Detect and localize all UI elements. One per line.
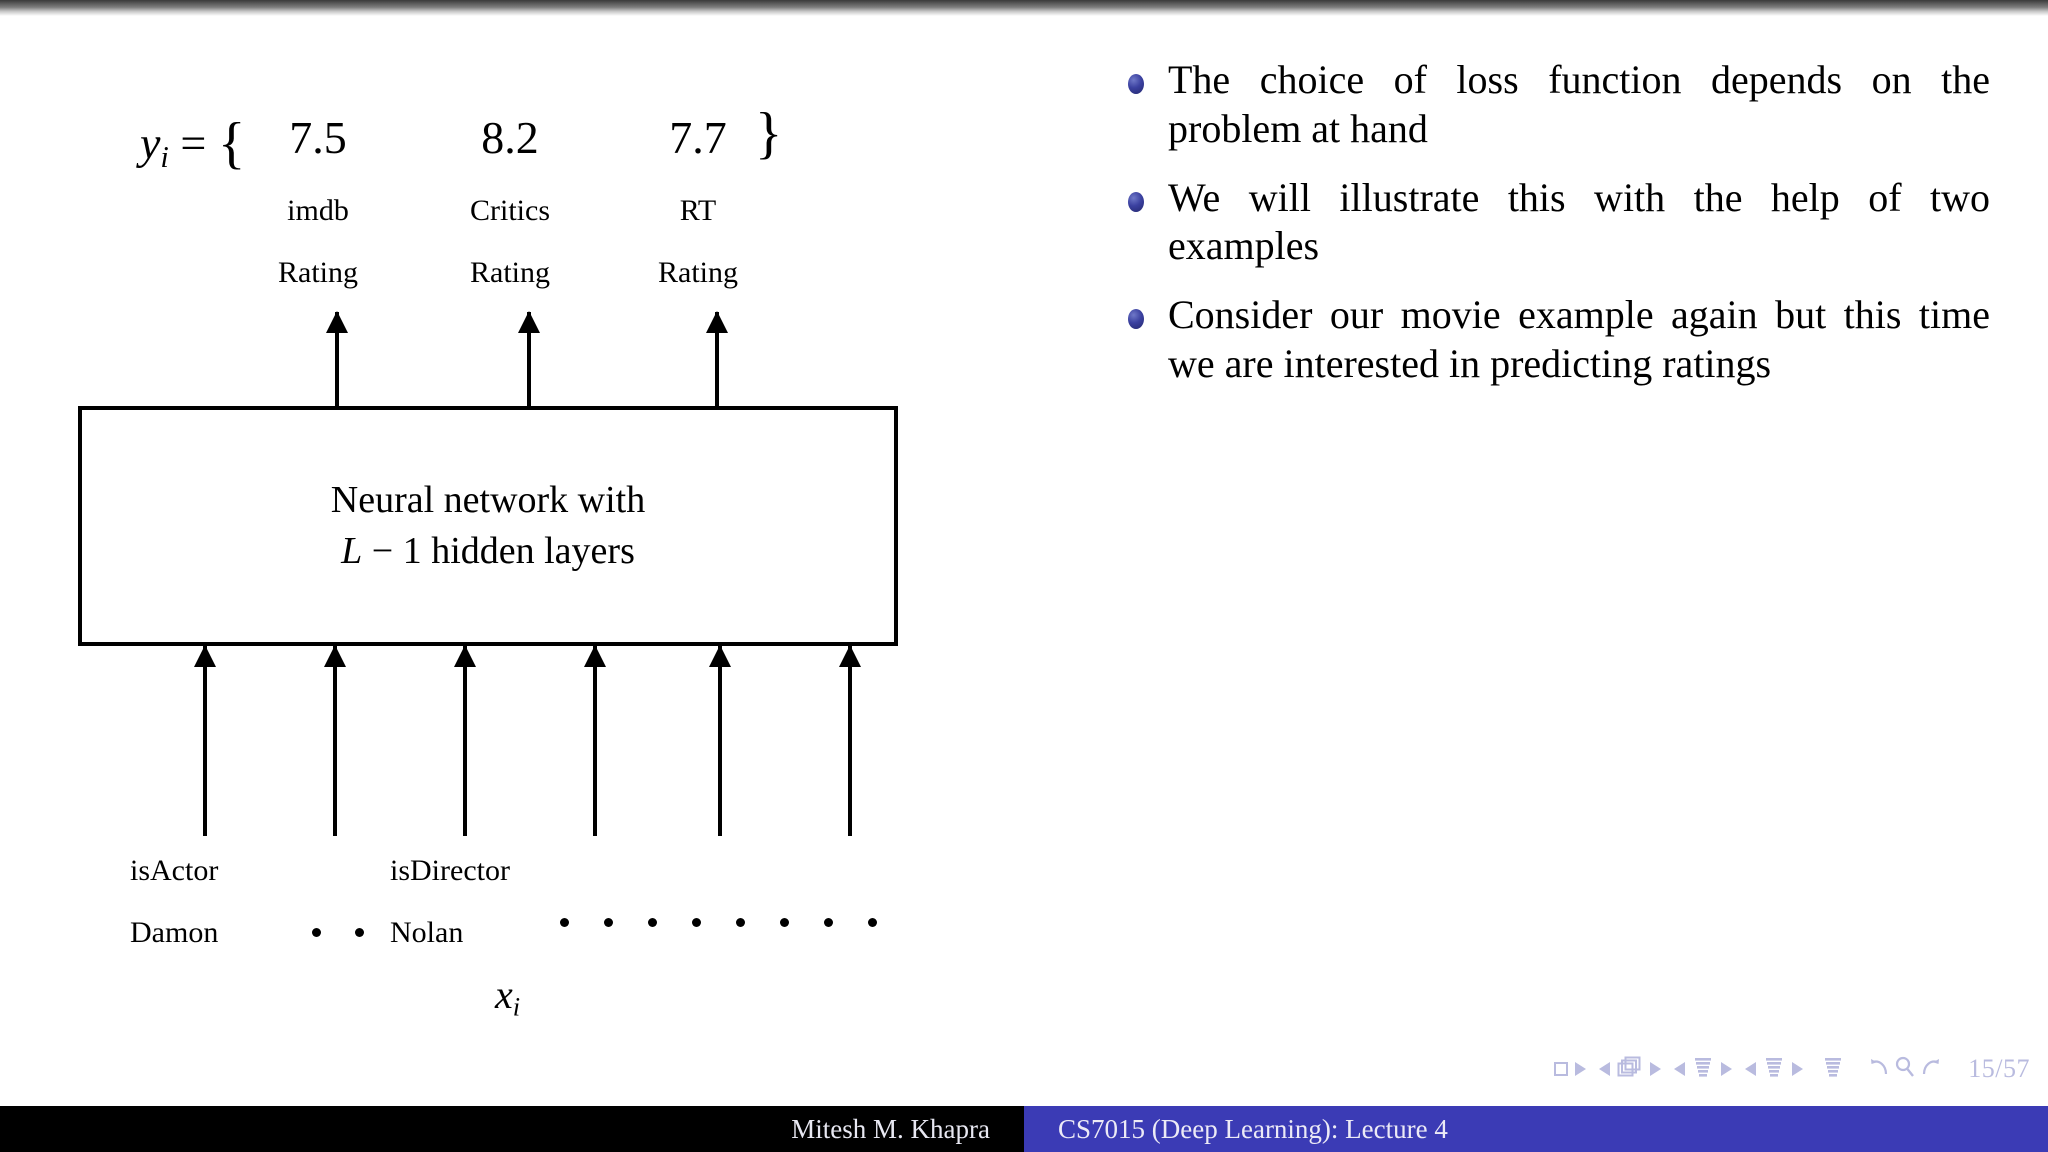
open-brace: {	[217, 112, 246, 175]
input-entity-1: Damon	[130, 916, 219, 949]
input-feature-2: isDirector	[390, 854, 510, 887]
ellipsis-dot	[824, 918, 833, 927]
top-gradient-bar	[0, 0, 2048, 16]
ellipsis-dot	[780, 918, 789, 927]
slide-content: yi = { 7.5 8.2 7.7 } imdb Critics RT Rat…	[0, 16, 2048, 1080]
section-icon[interactable]	[1763, 1056, 1785, 1083]
output-arrow-3	[715, 312, 719, 408]
input-arrow-3	[463, 646, 467, 836]
page-indicator: 15/57	[1968, 1054, 2030, 1083]
nav-group-history[interactable]	[1867, 1055, 1943, 1084]
output-source-1: imdb	[287, 194, 349, 227]
nav-group-subsection[interactable]	[1674, 1056, 1733, 1083]
bullet-text: The choice of loss function depends on t…	[1168, 57, 1990, 151]
input-arrow-5	[718, 646, 722, 836]
output-arrow-2	[527, 312, 531, 408]
close-brace: }	[755, 102, 783, 165]
ellipsis-dot	[648, 918, 657, 927]
ellipsis-dot	[604, 918, 613, 927]
next-section-icon[interactable]	[1792, 1062, 1804, 1076]
output-metric-1: Rating	[278, 256, 358, 289]
bullet-text: We will illustrate this with the help of…	[1168, 174, 1990, 269]
network-box-line-1: Neural network with	[330, 478, 646, 521]
output-value-1: 7.5	[289, 112, 347, 163]
input-arrow-6	[848, 646, 852, 836]
input-variable-subscript: i	[512, 991, 521, 1022]
input-arrow-2	[333, 646, 337, 836]
output-metric-2: Rating	[470, 256, 550, 289]
ellipsis-dot	[560, 918, 569, 927]
output-source-3: RT	[679, 194, 717, 227]
slides-stack-icon[interactable]	[1617, 1056, 1643, 1083]
output-variable-y: y	[140, 117, 161, 169]
slide-footer: Mitesh M. Khapra CS7015 (Deep Learning):…	[0, 1106, 2048, 1152]
prev-section-icon[interactable]	[1745, 1062, 1757, 1076]
ellipsis-dot	[736, 918, 745, 927]
input-feature-1: isActor	[130, 854, 219, 887]
ellipsis-dot	[692, 918, 701, 927]
subsection-icon[interactable]	[1692, 1056, 1714, 1083]
nav-group-slide[interactable]	[1599, 1056, 1662, 1083]
input-arrow-1	[203, 646, 207, 836]
bullet-item: Consider our movie example again but thi…	[1120, 291, 1990, 389]
network-box-line-2-rest: − 1 hidden layers	[371, 530, 635, 572]
input-variable-x: x	[495, 972, 513, 1017]
footer-course-title: CS7015 (Deep Learning): Lecture 4	[1024, 1106, 2048, 1152]
prev-slide-icon[interactable]	[1599, 1062, 1611, 1076]
equals-sign: =	[180, 117, 207, 169]
bullet-point-icon	[1128, 191, 1144, 212]
network-box-line-2: L − 1 hidden layers	[341, 530, 635, 572]
input-entity-2: Nolan	[390, 916, 464, 949]
bullet-item: We will illustrate this with the help of…	[1120, 174, 1990, 272]
next-slide-icon[interactable]	[1650, 1062, 1662, 1076]
ellipsis-dot	[868, 918, 877, 927]
bullet-text: Consider our movie example again but thi…	[1168, 292, 1990, 386]
output-metric-3: Rating	[658, 256, 738, 289]
next-subsection-icon[interactable]	[1721, 1062, 1733, 1076]
beamer-navigation-bar[interactable]: 15/57	[1554, 1052, 2030, 1086]
output-source-2: Critics	[470, 194, 550, 227]
ellipsis-dot	[355, 928, 364, 937]
footer-author: Mitesh M. Khapra	[0, 1106, 1024, 1152]
next-frame-icon[interactable]	[1575, 1062, 1587, 1076]
neural-network-diagram: yi = { 7.5 8.2 7.7 } imdb Critics RT Rat…	[0, 16, 1024, 1080]
search-icon[interactable]	[1894, 1055, 1916, 1084]
bullet-item: The choice of loss function depends on t…	[1120, 56, 1990, 154]
ellipsis-dot	[312, 928, 321, 937]
output-value-3: 7.7	[669, 112, 727, 163]
output-variable-subscript: i	[160, 140, 169, 175]
bullet-point-icon	[1128, 74, 1144, 94]
forward-icon[interactable]	[1919, 1055, 1943, 1084]
bullet-list: The choice of loss function depends on t…	[1120, 56, 1990, 409]
first-slide-icon[interactable]	[1554, 1062, 1569, 1076]
input-vector-label: xi	[495, 971, 520, 1022]
contents-icon[interactable]	[1822, 1056, 1844, 1083]
output-equation-prefix: yi = {	[140, 111, 245, 176]
input-arrow-4	[593, 646, 597, 836]
prev-subsection-icon[interactable]	[1674, 1062, 1686, 1076]
neural-network-box: Neural network with L − 1 hidden layers	[78, 406, 898, 646]
nav-group-frame[interactable]	[1554, 1062, 1587, 1076]
output-arrow-1	[335, 312, 339, 408]
nav-group-section[interactable]	[1745, 1056, 1804, 1083]
bullet-point-icon	[1128, 309, 1144, 330]
back-icon[interactable]	[1867, 1055, 1891, 1084]
output-value-2: 8.2	[481, 112, 539, 163]
